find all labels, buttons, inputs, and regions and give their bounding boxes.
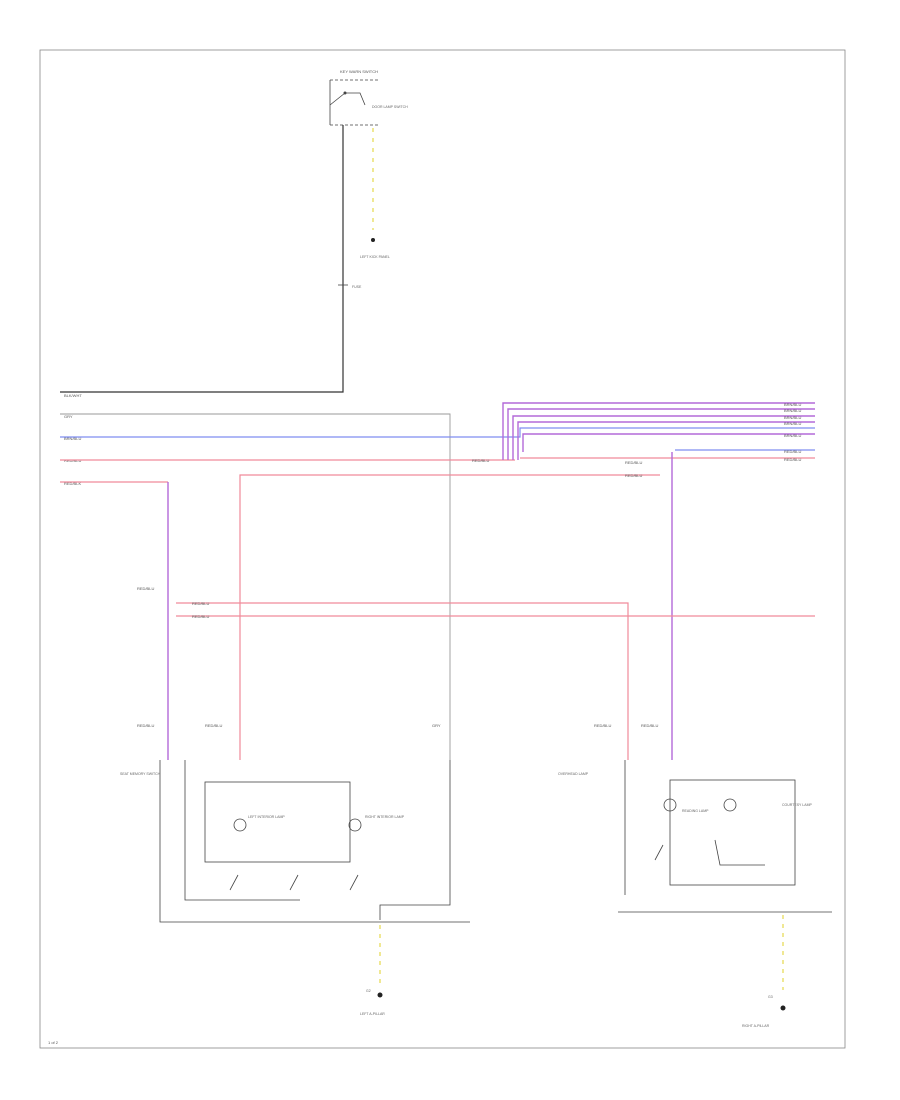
right-lamp-label: RIGHT INTERIOR LAMP (365, 815, 405, 819)
right-module-top-label-2: RED/BLU (641, 723, 658, 728)
left-ground-label: G2 (366, 989, 371, 993)
mid-label-a: RED/BLU (472, 458, 489, 463)
left-bus: BLK/WHT GRY BRN/BLU RED/BLU RED/BLK (64, 393, 82, 486)
left-bus-label-1: GRY (64, 414, 73, 419)
wire-red-cross-1 (176, 602, 629, 760)
left-module-top-label-2: RED/BLU (205, 723, 222, 728)
right-bus-label-6: RED/BLU (784, 457, 801, 462)
wire-black-main (60, 125, 344, 393)
left-ground-icon (377, 992, 383, 998)
left-module-top-label-3: GRY (432, 723, 441, 728)
top-switch-component: KEY WARN SWITCH DOOR LAMP SWITCH (329, 69, 408, 126)
left-bus-label-2: BRN/BLU (64, 436, 81, 441)
wire-gray (60, 413, 451, 760)
right-ground-label: G3 (768, 995, 773, 999)
left-ground-name: LEFT A-PILLAR (360, 1012, 385, 1016)
right-lamp-label-right: COURTESY LAMP (782, 803, 812, 807)
left-lamp-label: LEFT INTERIOR LAMP (248, 815, 285, 819)
page-number: 1 of 2 (48, 1040, 59, 1045)
left-interior-lamp-icon (233, 818, 247, 832)
top-component-title: KEY WARN SWITCH (340, 69, 378, 74)
right-bus-label-3: BRN/BLU (784, 421, 801, 426)
left-module-top-label: RED/BLU (137, 723, 154, 728)
top-junction-label: LEFT KICK PANEL (360, 255, 390, 259)
right-bus-label-1: BRN/BLU (784, 408, 801, 413)
wire-red-drop-left (239, 474, 660, 760)
mid-label-c: RED/BLU (137, 586, 154, 591)
top-component-side-label: DOOR LAMP SWITCH (372, 105, 408, 109)
mid-label-e: RED/BLU (192, 614, 209, 619)
reading-lamp-icon (663, 798, 677, 812)
right-interior-lamp-icon (348, 818, 362, 832)
mid-label-d: RED/BLU (192, 601, 209, 606)
left-bus-label-0: BLK/WHT (64, 393, 82, 398)
right-module-top-label: RED/BLU (594, 723, 611, 728)
switch-ground-icon (371, 238, 375, 242)
right-lamp-label-left: READING LAMP (682, 809, 709, 813)
right-ground-name: RIGHT A-PILLAR (742, 1024, 770, 1028)
left-bus-label-4: RED/BLK (64, 481, 81, 486)
right-bus-label-4: BRN/BLU (784, 433, 801, 438)
left-module-title: SEAT MEMORY SWITCH (120, 772, 161, 776)
right-module: RED/BLU RED/BLU OVERHEAD LAMP READING LA… (558, 723, 832, 913)
right-bus: BRN/BLU BRN/BLU BRN/BLU BRN/BLU BRN/BLU … (784, 402, 801, 462)
courtesy-lamp-icon (723, 798, 737, 812)
mid-label-b: RED/BLU (625, 460, 642, 465)
right-module-title: OVERHEAD LAMP (558, 772, 589, 776)
page-frame (39, 49, 846, 1049)
violet-bundle (502, 402, 815, 460)
right-ground-icon (780, 1005, 786, 1011)
wire-blue (60, 427, 815, 438)
right-bus-mid-label: RED/BLU (625, 473, 642, 478)
left-module: RED/BLU RED/BLU GRY SEAT MEMORY SWITCH L… (120, 723, 470, 923)
right-bus-label-5: RED/BLU (784, 449, 801, 454)
fuse-label: FUSE (352, 285, 362, 289)
right-bus-label-0: BRN/BLU (784, 402, 801, 407)
right-bus-label-2: BRN/BLU (784, 415, 801, 420)
